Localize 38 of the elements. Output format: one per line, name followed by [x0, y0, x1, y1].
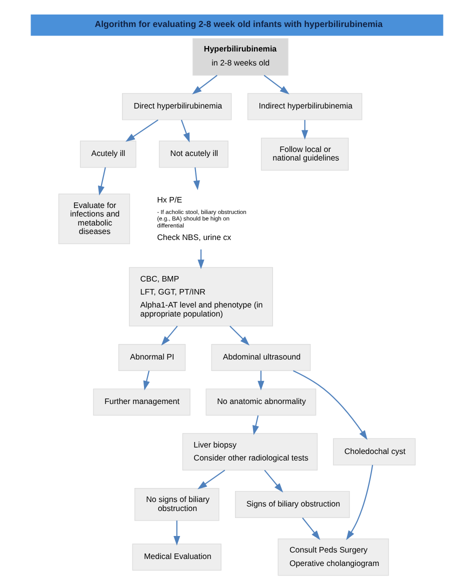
arrow — [198, 470, 226, 490]
arrow — [302, 518, 320, 540]
node-box: Abdominal ultrasound — [211, 344, 311, 372]
node-box: Choledochal cyst — [332, 438, 416, 466]
arrow — [192, 74, 218, 94]
node-box: No signs of biliary obstruction — [134, 488, 220, 521]
node-box: CBC, BMP LFT, GGT, PT/INR Alpha1-AT level and phenotype (in appropriate population) — [128, 267, 274, 326]
diagram-title: Algorithm for evaluating 2-8 week old infants with hyperbilirubinemia — [94, 19, 383, 30]
arrow — [98, 167, 106, 196]
node-box: Direct hyperbilirubinemia — [122, 93, 232, 120]
node-box: Indirect hyperbilirubinemia — [247, 93, 362, 120]
node-box: Hyperbilirubinemia in 2-8 weeks old — [192, 38, 288, 76]
arrow — [302, 120, 308, 140]
arrow — [264, 470, 284, 493]
arrow — [174, 520, 180, 546]
node-box: Abnormal PI — [118, 344, 186, 372]
arrow — [258, 370, 264, 390]
arrow — [293, 370, 368, 440]
arrow — [346, 464, 374, 540]
arrow — [230, 326, 250, 346]
arrow — [193, 167, 200, 190]
node-box: Evaluate for infections and metabolic diseases — [58, 194, 130, 244]
node-box: No anatomic abnormality — [206, 388, 316, 416]
node-box: Medical Evaluation — [132, 544, 222, 571]
node-box: Liver biopsy Consider other radiological tests — [182, 433, 318, 470]
arrow — [161, 326, 178, 346]
arrow — [180, 120, 190, 142]
node-box: Not acutely ill — [158, 140, 228, 168]
node-box: Consult Peds Surgery Operative cholangiogram — [278, 538, 389, 576]
node-box: Signs of biliary obstruction — [234, 490, 350, 518]
arrow — [198, 249, 204, 270]
node-box: Further management — [93, 388, 190, 416]
node-box: Follow local or national guidelines — [260, 138, 349, 171]
node-box: Acutely ill — [80, 140, 136, 168]
arrow — [125, 120, 158, 142]
arrow — [252, 415, 259, 436]
arrow — [264, 74, 290, 94]
arrow — [143, 370, 150, 390]
